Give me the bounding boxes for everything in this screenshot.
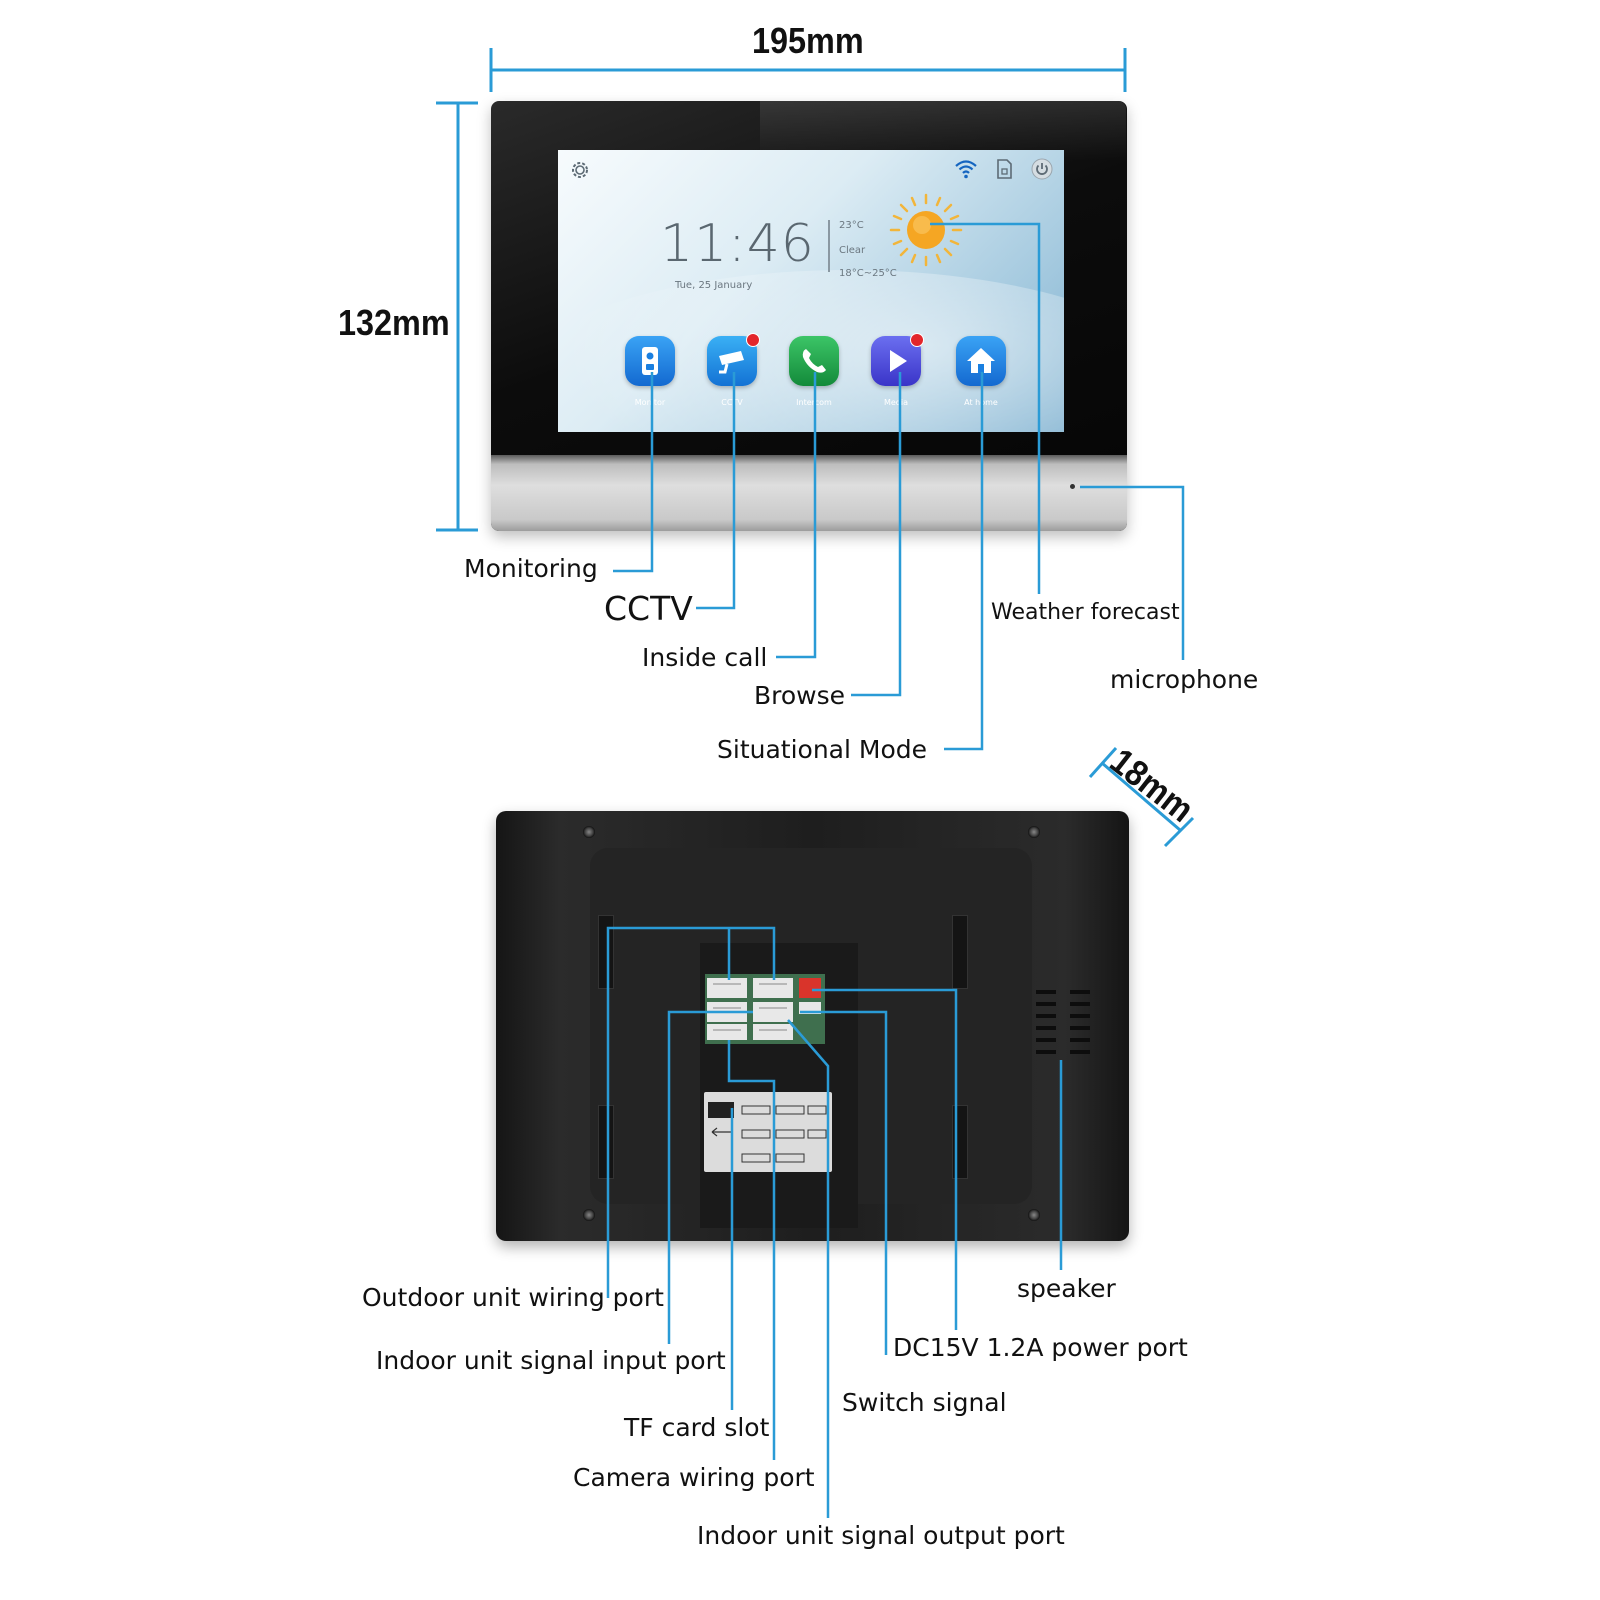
phone-icon bbox=[802, 349, 826, 373]
app-media-label: Media bbox=[883, 398, 909, 407]
callout-microphone: microphone bbox=[1110, 665, 1259, 694]
height-dimension-label: 132mm bbox=[338, 302, 450, 343]
weather-condition: Clear bbox=[839, 245, 866, 256]
mounting-clip-top-right bbox=[952, 915, 968, 989]
clock-time: 11:46 bbox=[660, 214, 815, 274]
weather-range: 18°C~25°C bbox=[839, 268, 897, 279]
front-silver-strip bbox=[491, 455, 1127, 531]
gear-icon[interactable] bbox=[568, 158, 592, 182]
indoor-output-leader bbox=[787, 1019, 830, 1518]
callout-situational-mode: Situational Mode bbox=[717, 735, 927, 764]
indoor-input-leader bbox=[667, 1010, 753, 1344]
callout-tf-card-slot: TF card slot bbox=[624, 1413, 770, 1442]
callout-indoor-unit-signal-output-port: Indoor unit signal output port bbox=[697, 1521, 1065, 1550]
callout-camera-wiring-port: Camera wiring port bbox=[573, 1463, 815, 1492]
switch-signal-leader bbox=[800, 1010, 888, 1355]
app-monitor-label: Monitor bbox=[634, 398, 666, 407]
terminal-board bbox=[705, 974, 825, 1044]
wifi-icon bbox=[955, 160, 977, 179]
app-cctv-button[interactable] bbox=[707, 336, 757, 386]
sun-icon bbox=[889, 193, 963, 267]
callout-power-port: DC15V 1.2A power port bbox=[893, 1333, 1188, 1362]
callout-cctv: CCTV bbox=[604, 589, 693, 628]
camera-icon bbox=[719, 351, 744, 374]
mounting-clip-top-left bbox=[598, 915, 614, 989]
screw-top-right bbox=[1028, 826, 1040, 838]
home-icon bbox=[967, 348, 995, 373]
microphone-leader bbox=[1080, 485, 1185, 660]
power-icon[interactable] bbox=[1030, 157, 1054, 181]
screw-bottom-right bbox=[1028, 1209, 1040, 1221]
cctv-notification-badge bbox=[746, 333, 760, 347]
outdoor-wiring-leader-main bbox=[606, 926, 776, 1298]
callout-switch-signal: Switch signal bbox=[842, 1388, 1007, 1417]
weather-temperature: 23°C bbox=[839, 220, 864, 231]
callout-weather-forecast: Weather forecast bbox=[991, 600, 1180, 625]
terminal-connectors bbox=[707, 978, 821, 1040]
browse-leader bbox=[851, 372, 902, 697]
width-dimension-label: 195mm bbox=[752, 20, 864, 61]
depth-dimension-line bbox=[1101, 761, 1181, 832]
microphone-hole bbox=[1070, 484, 1075, 489]
weather-divider bbox=[828, 220, 830, 272]
touch-screen[interactable]: 11:46 Tue, 25 January 23°C Clear 18°C~25… bbox=[558, 150, 1064, 432]
sd-card-icon bbox=[997, 159, 1012, 179]
callout-outdoor-unit-wiring-port: Outdoor unit wiring port bbox=[362, 1283, 664, 1312]
callout-speaker: speaker bbox=[1017, 1274, 1116, 1303]
power-port-leader bbox=[812, 988, 958, 1330]
doorbell-icon bbox=[642, 347, 658, 375]
callout-browse: Browse bbox=[754, 681, 846, 710]
cctv-leader bbox=[696, 372, 736, 610]
weather-leader bbox=[930, 222, 1041, 594]
camera-wiring-leader bbox=[727, 1040, 776, 1460]
clock-date: Tue, 25 January bbox=[675, 280, 753, 291]
wiring-label-sticker bbox=[704, 1092, 832, 1172]
situational-mode-leader bbox=[944, 372, 984, 751]
inside-call-leader bbox=[776, 372, 817, 659]
callout-inside-call: Inside call bbox=[642, 643, 768, 672]
play-icon bbox=[890, 350, 907, 372]
mounting-clip-bottom-left bbox=[598, 1105, 614, 1179]
monitoring-leader bbox=[613, 372, 654, 573]
callout-indoor-unit-signal-input-port: Indoor unit signal input port bbox=[376, 1346, 726, 1375]
media-notification-badge bbox=[910, 333, 924, 347]
wiring-diagram-print bbox=[708, 1102, 827, 1163]
screw-bottom-left bbox=[583, 1209, 595, 1221]
app-cctv-label: CCTV bbox=[721, 398, 743, 407]
app-monitor-button[interactable] bbox=[625, 336, 675, 386]
screw-top-left bbox=[583, 826, 595, 838]
callout-monitoring: Monitoring bbox=[464, 554, 598, 583]
